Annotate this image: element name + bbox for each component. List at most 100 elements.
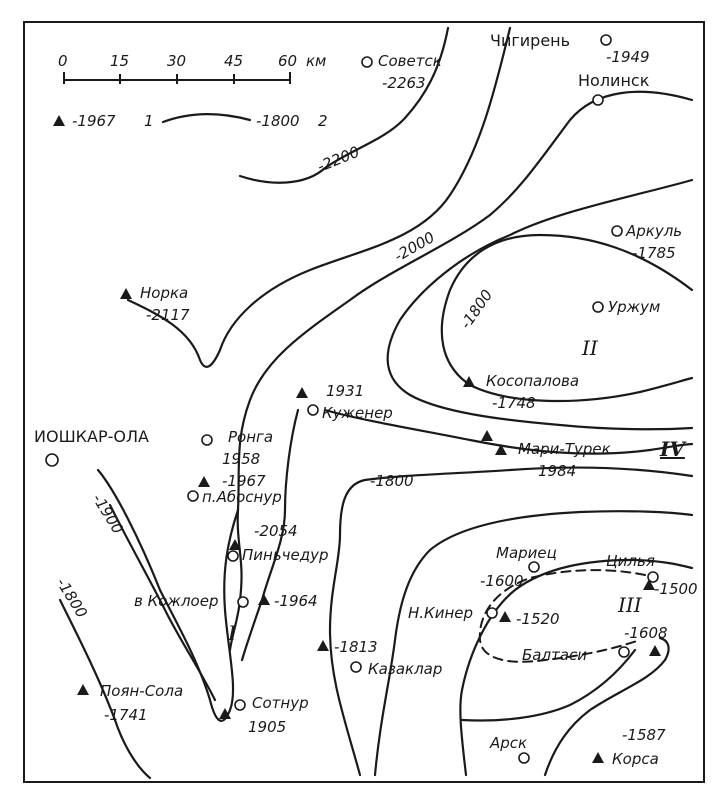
well-sotnur-icon bbox=[219, 708, 231, 719]
label-urzhum: Уржум bbox=[608, 298, 660, 316]
isoline-zone3-outer bbox=[459, 558, 694, 777]
isoline-label-1800-ne: -1800 bbox=[457, 286, 497, 332]
isoline-arsk bbox=[460, 648, 637, 722]
scale-tick-30: 30 bbox=[167, 52, 186, 70]
town-nolinsk-icon bbox=[592, 94, 604, 106]
isoline-1600 bbox=[478, 569, 646, 663]
value-poyan-sola: -1741 bbox=[104, 706, 148, 724]
well-kuzhener-icon bbox=[296, 387, 308, 398]
isoline-1800-inner bbox=[440, 233, 694, 403]
label-tsilya: Цилья bbox=[606, 552, 655, 570]
town-urzhum-icon bbox=[592, 301, 604, 313]
value-chigiren: -1949 bbox=[606, 48, 650, 66]
map-frame bbox=[23, 21, 705, 783]
town-arkul-icon bbox=[611, 225, 623, 237]
legend: -1967 1 -1800 2 bbox=[53, 112, 328, 130]
scale-unit: км bbox=[306, 52, 326, 70]
label-kosopalova: Косопалова bbox=[486, 372, 579, 390]
town-ronga-icon bbox=[201, 434, 213, 446]
well-korsa-icon bbox=[592, 752, 604, 763]
places: Советск -2263 Чигирень -1949 Нолинск Нор… bbox=[34, 31, 698, 768]
label-abosnur: п.Абоснур bbox=[202, 488, 282, 506]
value-mari-turek: 1984 bbox=[538, 462, 576, 480]
legend-well-icon bbox=[53, 115, 65, 126]
isoline-1800-w bbox=[58, 598, 152, 780]
town-kozhloer-icon bbox=[237, 596, 249, 608]
label-mariets: Мариец bbox=[496, 544, 557, 562]
value-1813: -1813 bbox=[334, 638, 378, 656]
town-sovetsk-icon bbox=[361, 56, 373, 68]
value-norka: -2117 bbox=[146, 306, 190, 324]
well-abosnur-icon bbox=[198, 476, 210, 487]
value-sotnur: 1905 bbox=[248, 718, 286, 736]
label-n-kiner: Н.Кинер bbox=[408, 604, 473, 622]
zone-II: II bbox=[581, 336, 599, 360]
well-pinchedur-icon bbox=[229, 539, 241, 550]
isoline-1800-ne bbox=[386, 178, 694, 431]
well-mari-turek-2-icon bbox=[495, 444, 507, 455]
label-chigiren: Чигирень bbox=[490, 31, 570, 50]
value-1608: -1608 bbox=[624, 624, 668, 642]
well-poyan-sola-icon bbox=[77, 684, 89, 695]
value-sovetsk: -2263 bbox=[382, 74, 426, 92]
legend-well-index: 1 bbox=[144, 112, 154, 130]
isoline-1800-c bbox=[328, 466, 694, 777]
isoline-2000-nw bbox=[126, 26, 512, 368]
label-mari-turek: Мари-Турек bbox=[518, 440, 611, 458]
scale-bar: 0 15 30 45 60 км bbox=[58, 52, 326, 84]
value-pinchedur: -2054 bbox=[254, 522, 298, 540]
legend-isoline-index: 2 bbox=[318, 112, 328, 130]
town-tsilya-icon bbox=[647, 571, 659, 583]
label-sovetsk: Советск bbox=[378, 52, 442, 70]
isolines bbox=[58, 26, 694, 780]
isoline-label-1900: -1900 bbox=[89, 491, 127, 538]
isoline-label-2200: -2200 bbox=[315, 143, 362, 176]
well-mari-turek-1-icon bbox=[481, 430, 493, 441]
isoline-2000-loop bbox=[96, 468, 240, 722]
town-abosnur-icon bbox=[187, 490, 199, 502]
zone-I: I bbox=[227, 621, 237, 645]
scale-tick-45: 45 bbox=[224, 52, 243, 70]
zone-III: III bbox=[617, 593, 643, 617]
label-poyan-sola: Поян-Сола bbox=[100, 682, 183, 700]
label-norka: Норка bbox=[140, 284, 188, 302]
label-arkul: Аркуль bbox=[625, 222, 682, 240]
isoline-label-1800-w: -1800 bbox=[53, 575, 91, 622]
isoline-label-1600: -1600 bbox=[480, 572, 524, 590]
label-ronga: Ронга bbox=[228, 428, 273, 446]
legend-well-value: -1967 bbox=[72, 112, 116, 130]
value-korsa: -1587 bbox=[622, 726, 666, 744]
label-kuzhener: Куженер bbox=[322, 404, 393, 422]
town-mariets-icon bbox=[528, 561, 540, 573]
isoline-central-left bbox=[240, 408, 300, 662]
scale-tick-60: 60 bbox=[278, 52, 297, 70]
value-tsilya: -1500 bbox=[654, 580, 698, 598]
town-kazaklar-icon bbox=[350, 661, 362, 673]
well-n-kiner-icon bbox=[499, 611, 511, 622]
legend-isoline-icon bbox=[161, 113, 252, 124]
label-arsk: Арск bbox=[489, 734, 527, 752]
label-korsa: Корса bbox=[612, 750, 659, 768]
value-arkul: -1785 bbox=[632, 244, 676, 262]
value-kosopalova: -1748 bbox=[492, 394, 536, 412]
isoline-2200 bbox=[238, 26, 450, 184]
well-kosopalova-icon bbox=[463, 376, 475, 387]
well-1608-icon bbox=[649, 645, 661, 656]
well-norka-icon bbox=[120, 288, 132, 299]
value-kozhloer: -1964 bbox=[274, 592, 318, 610]
isoline-label-1800-c: -1800 bbox=[370, 472, 414, 490]
town-sotnur-icon bbox=[234, 699, 246, 711]
town-n-kiner-icon bbox=[486, 607, 498, 619]
isoline-kazaklar bbox=[373, 510, 694, 777]
value-abosnur: -1967 bbox=[222, 472, 266, 490]
isoline-1900 bbox=[108, 503, 217, 702]
town-baltasi-icon bbox=[618, 646, 630, 658]
town-kuzhener-icon bbox=[307, 404, 319, 416]
town-chigiren-icon bbox=[600, 34, 612, 46]
town-pinchedur-icon bbox=[227, 550, 239, 562]
scale-tick-15: 15 bbox=[110, 52, 129, 70]
label-kozhloer: в Кожлоер bbox=[134, 592, 218, 610]
isoline-korsa bbox=[543, 636, 670, 777]
value-ronga: 1958 bbox=[222, 450, 260, 468]
value-kuzhener: 1931 bbox=[326, 382, 364, 400]
